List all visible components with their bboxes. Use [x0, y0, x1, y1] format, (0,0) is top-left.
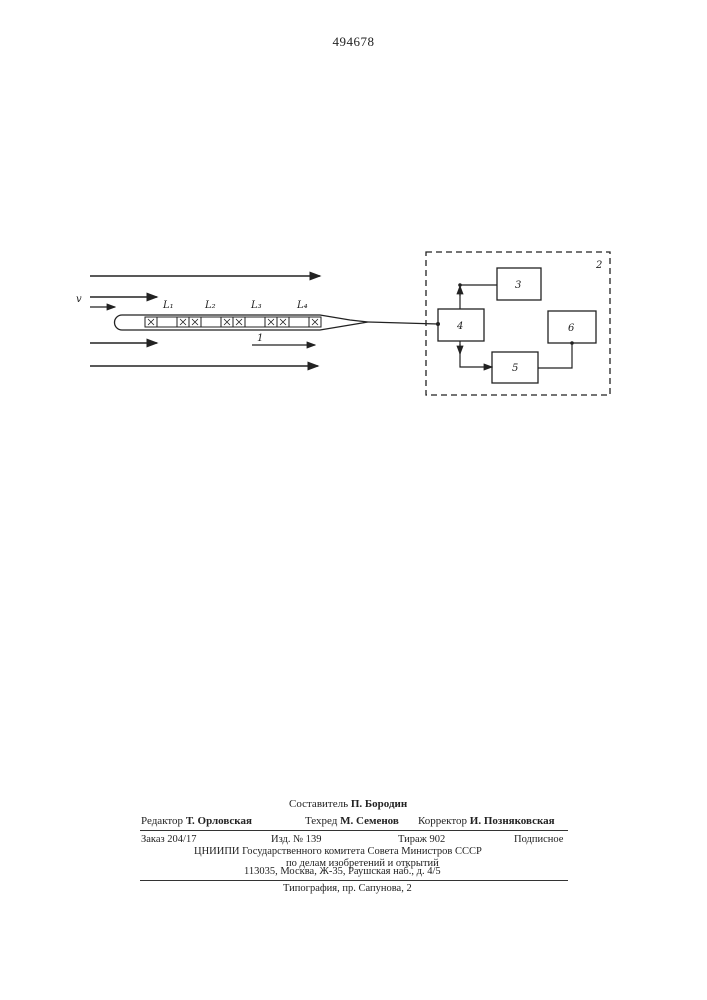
techred-name: М. Семенов	[340, 815, 399, 827]
corrector-line: Корректор И. Позняковская	[418, 815, 555, 827]
probe-sensors	[145, 317, 321, 327]
divider-top	[140, 830, 568, 831]
editor-name: Т. Орловская	[186, 815, 252, 827]
print-run: Тираж 902	[398, 834, 445, 845]
compiler-label: Составитель	[289, 798, 348, 810]
corrector-name: И. Позняковская	[470, 815, 555, 827]
label-velocity: v	[76, 294, 82, 305]
editor-label: Редактор	[141, 815, 183, 827]
org-line-1: ЦНИИПИ Государственного комитета Совета …	[194, 846, 482, 857]
label-unit-2: 2	[595, 260, 602, 271]
techred-label: Техред	[305, 815, 337, 827]
compiler-name: П. Бородин	[351, 798, 407, 810]
corrector-label: Корректор	[418, 815, 467, 827]
label-block-4: 4	[456, 321, 463, 332]
order-number: Заказ 204/17	[141, 834, 196, 845]
printer: Типография, пр. Сапунова, 2	[283, 883, 412, 894]
techred-line: Техред М. Семенов	[305, 815, 399, 827]
label-l2: L₂	[204, 300, 216, 311]
label-probe-1: 1	[257, 333, 263, 344]
block-connections	[460, 285, 572, 368]
label-l1: L₁	[162, 300, 174, 311]
address: 113035, Москва, Ж-35, Раушская наб., д. …	[244, 866, 441, 877]
label-l3: L₃	[250, 300, 262, 311]
editor-line: Редактор Т. Орловская	[141, 815, 252, 827]
label-block-5: 5	[512, 363, 518, 374]
edition-number: Изд. № 139	[271, 834, 322, 845]
subscription: Подписное	[514, 834, 563, 845]
label-block-6: 6	[568, 323, 575, 334]
label-l4: L₄	[296, 300, 308, 311]
signal-cable	[368, 322, 438, 324]
divider-bottom	[140, 880, 568, 881]
compiler-line: Составитель П. Бородин	[289, 798, 407, 810]
label-block-3: 3	[515, 280, 521, 291]
